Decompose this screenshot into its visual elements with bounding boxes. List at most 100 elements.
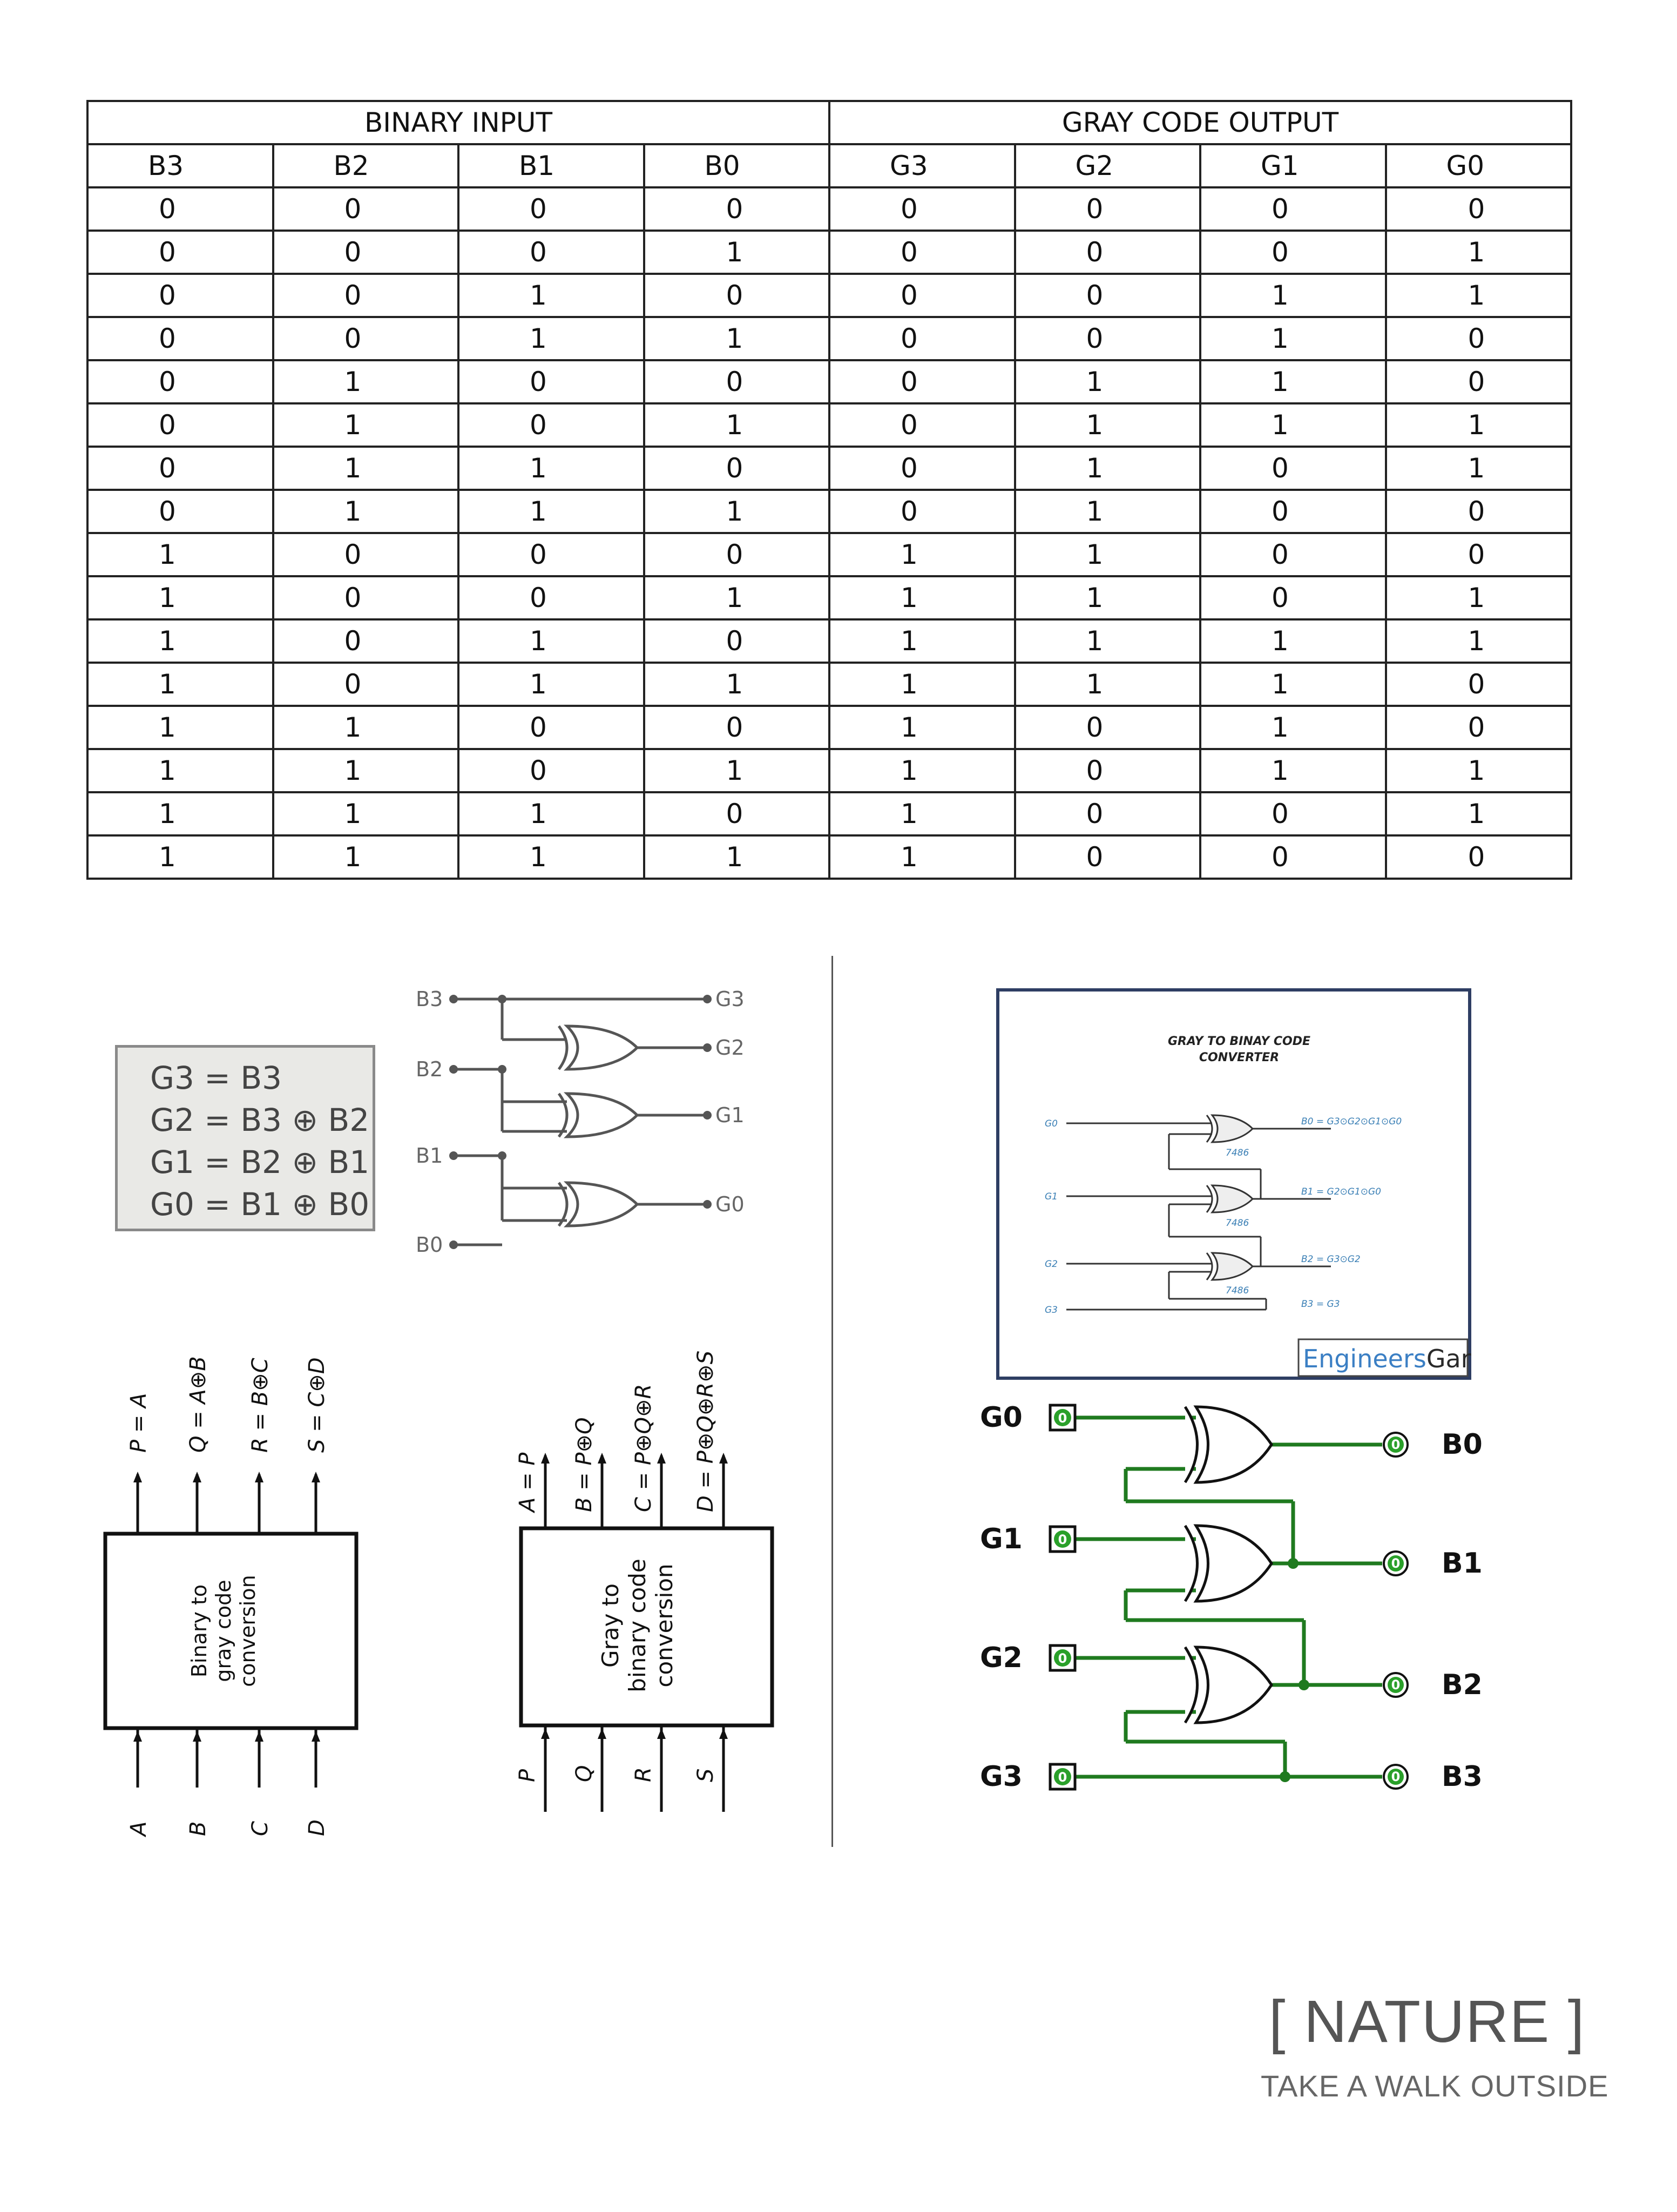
table-cell: 1 (1199, 316, 1387, 361)
table-cell: 0 (1384, 359, 1572, 404)
logisim-output-b0: B0 (1442, 1428, 1483, 1461)
table-cell: 1 (1384, 575, 1572, 621)
table-cell: 0 (86, 446, 274, 491)
circuit-input-b1: B1 (416, 1144, 443, 1168)
table-cell: 0 (643, 273, 830, 318)
table-cell: 0 (1013, 705, 1201, 750)
table-cell: 1 (828, 532, 1016, 577)
circuit-input-b0: B0 (416, 1233, 443, 1257)
converter-output-b3: B3 = G3 (1301, 1299, 1340, 1310)
table-cell: 1 (828, 618, 1016, 664)
table-cell: 0 (457, 575, 645, 621)
gtb-input-s: S (693, 1769, 718, 1782)
converter-input-g0: G0 (1045, 1118, 1058, 1129)
table-cell: 0 (272, 186, 459, 232)
table-cell: 0 (828, 446, 1016, 491)
btg-label-line2: gray code (212, 1580, 235, 1682)
btg-label-line3: conversion (236, 1575, 260, 1687)
table-cell: 1 (1384, 791, 1572, 837)
table-cell: 0 (1199, 575, 1387, 621)
column-header-g0: G0 (1384, 143, 1572, 188)
table-cell: 0 (272, 316, 459, 361)
btg-input-d: D (305, 1819, 329, 1836)
equation-g0: G0 = B1 ⊕ B0 (150, 1186, 370, 1223)
table-cell: 1 (1013, 489, 1201, 534)
table-cell: 0 (1199, 489, 1387, 534)
gtb-output-a: A = P (515, 1452, 540, 1514)
table-cell: 0 (643, 791, 830, 837)
circuit-input-b2: B2 (416, 1057, 443, 1081)
table-cell: 1 (1013, 662, 1201, 707)
equation-g1: G1 = B2 ⊕ B1 (150, 1144, 370, 1181)
table-cell: 0 (1384, 834, 1572, 880)
converter-title-line1: GRAY TO BINAY CODE (1168, 1035, 1310, 1048)
table-cell: 1 (272, 489, 459, 534)
btg-label-line1: Binary to (187, 1584, 211, 1677)
table-cell: 0 (457, 186, 645, 232)
equations-box: G3 = B3 G2 = B3 ⊕ B2 G1 = B2 ⊕ B1 G0 = B… (115, 1045, 375, 1231)
binary-to-gray-block-diagram: P = A Q = A⊕B R = B⊕C S = C⊕D A B C D Bi… (103, 1356, 359, 1838)
table-cell: 0 (643, 186, 830, 232)
table-cell: 1 (643, 834, 830, 880)
table-cell: 0 (86, 273, 274, 318)
table-cell: 1 (272, 446, 459, 491)
table-cell: 0 (272, 532, 459, 577)
gtb-output-d: D = P⊕Q⊕R⊕S (693, 1351, 718, 1512)
gtb-input-q: Q (572, 1765, 597, 1782)
table-cell: 0 (1013, 273, 1201, 318)
table-cell: 1 (457, 273, 645, 318)
equation-g3: G3 = B3 (150, 1060, 282, 1096)
pin-value-b1: 0 (1391, 1556, 1401, 1571)
group-header-row: BINARY INPUT GRAY CODE OUTPUT (86, 100, 1572, 145)
table-cell: 1 (1013, 575, 1201, 621)
btg-output-p: P = A (126, 1393, 151, 1453)
table-cell: 1 (1199, 402, 1387, 448)
table-cell: 1 (1013, 446, 1201, 491)
footer-title: [ NATURE ] (1269, 1988, 1586, 2055)
table-cell: 0 (828, 402, 1016, 448)
binary-to-gray-xor-circuit: B3 B2 B1 B0 G3 G2 G1 G0 (416, 987, 745, 1257)
logisim-input-pins (1049, 1404, 1077, 1791)
table-cell: 1 (643, 402, 830, 448)
converter-output-b2: B2 = G3⊙G2 (1301, 1254, 1361, 1265)
logisim-input-g3: G3 (980, 1761, 1023, 1793)
table-cell: 0 (643, 532, 830, 577)
table-cell: 0 (1199, 230, 1387, 275)
table-cell: 1 (86, 618, 274, 664)
table-cell: 0 (272, 273, 459, 318)
table-cell: 0 (828, 316, 1016, 361)
table-cell: 1 (1384, 230, 1572, 275)
logisim-input-g0: G0 (980, 1401, 1023, 1434)
table-cell: 1 (86, 748, 274, 793)
circuit-output-g0: G0 (715, 1192, 745, 1216)
converter-title-line2: CONVERTER (1199, 1051, 1279, 1064)
table-cell: 1 (828, 748, 1016, 793)
table-cell: 1 (457, 834, 645, 880)
table-cell: 0 (828, 359, 1016, 404)
table-cell: 0 (1384, 662, 1572, 707)
converter-input-g3: G3 (1045, 1305, 1058, 1316)
gtb-label-line2: binary code (624, 1559, 651, 1692)
converter-input-g2: G2 (1045, 1259, 1058, 1270)
table-cell: 1 (86, 791, 274, 837)
table-cell: 1 (828, 834, 1016, 880)
logisim-input-g2: G2 (980, 1642, 1023, 1674)
gray-to-binary-converter-figure: GRAY TO BINAY CODE CONVERTER G0 G1 G2 (996, 988, 1471, 1380)
pin-value-g0: 0 (1058, 1411, 1067, 1426)
table-cell: 1 (643, 316, 830, 361)
table-cell: 0 (1199, 446, 1387, 491)
table-cell: 0 (1013, 748, 1201, 793)
gtb-input-r: R (631, 1767, 656, 1782)
table-cell: 0 (457, 705, 645, 750)
pin-value-g1: 0 (1058, 1532, 1067, 1547)
gate-label-2: 7486 (1226, 1218, 1249, 1229)
btg-output-q: Q = A⊕B (186, 1356, 211, 1453)
circuit-output-g1: G1 (715, 1103, 745, 1127)
